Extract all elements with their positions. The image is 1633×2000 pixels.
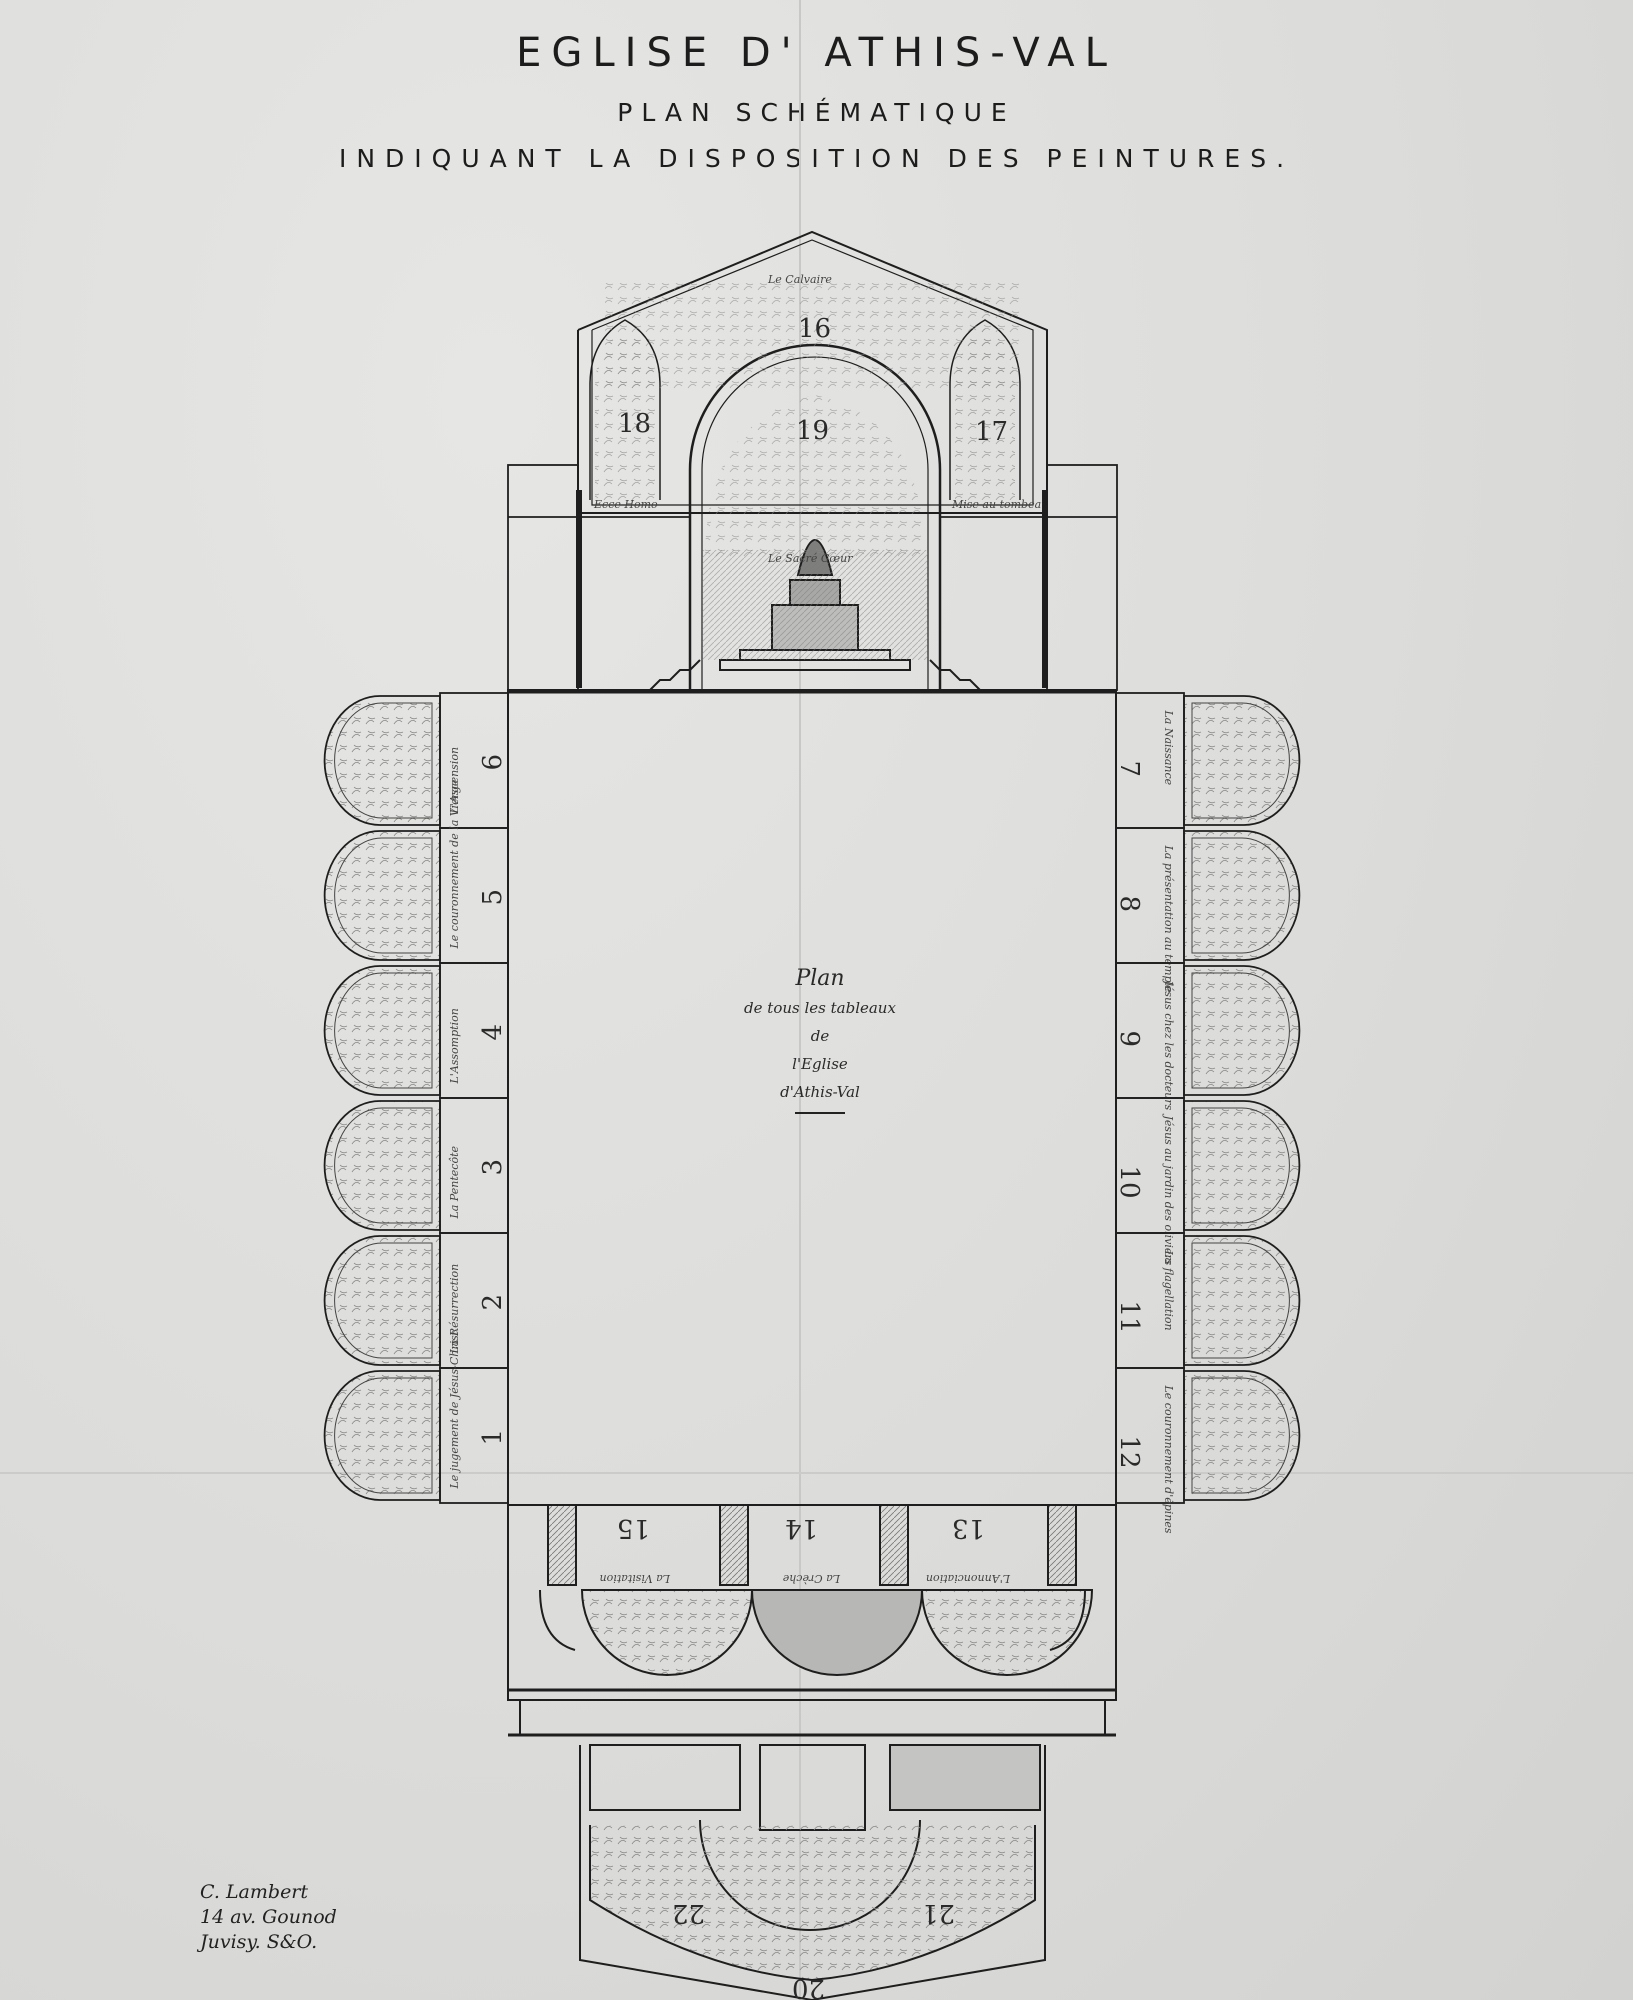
right-bay-10: 10 Jésus au jardin des oliviers [1114, 1097, 1301, 1266]
drawing-subtitle-2: INDIQUANT LA DISPOSITION DES PEINTURES. [338, 144, 1295, 173]
porch [579, 1744, 1046, 2000]
panel-number-22: 22 [672, 1898, 705, 1928]
panel-number-3: 3 [478, 1159, 508, 1176]
left-bay-1: 1 Le jugement de Jésus-Christ [323, 1330, 509, 1504]
right-bay-9: 9 Jésus chez les docteurs [1114, 962, 1301, 1111]
caption-6: L'Ascension [448, 747, 461, 815]
panel-number-12: 12 [1114, 1436, 1144, 1469]
center-note: Plan de tous les tableaux de l'Eglise d'… [744, 966, 896, 1114]
left-panel-column: 6 L'Ascension 5 Le couronnement de la Vierg… [323, 692, 509, 1504]
choir-columns [507, 464, 1118, 691]
caption-14: La Crèche [782, 1572, 841, 1585]
apse-shadow [702, 550, 928, 660]
painting-16-sketch [605, 283, 1020, 393]
signature-address: 14 av. Gounod [200, 1906, 337, 1928]
right-bay-12: 12 Le couronnement d'épines [1114, 1367, 1301, 1534]
caption-17: Mise au tombeau [951, 498, 1048, 511]
left-bay-2: 2 La Résurrection [323, 1232, 509, 1369]
center-note-line-5: d'Athis-Val [780, 1083, 860, 1101]
panel-number-11: 11 [1114, 1301, 1144, 1334]
drawing-title: EGLISE D' ATHIS-VAL [516, 30, 1117, 76]
left-bay-6: 6 L'Ascension [323, 692, 509, 829]
panel-number-20: 20 [792, 1973, 825, 2000]
caption-7: La Naissance [1162, 710, 1175, 786]
panel-number-2: 2 [478, 1294, 508, 1311]
right-bay-7: 7 La Naissance [1114, 692, 1301, 829]
left-bay-4: 4 L'Assomption [323, 962, 509, 1099]
panel-number-18: 18 [618, 409, 651, 439]
caption-11: La flagellation [1162, 1250, 1175, 1331]
panel-number-13: 13 [952, 1513, 985, 1543]
panel-number-4: 4 [478, 1024, 508, 1041]
panel-number-21: 21 [922, 1898, 955, 1928]
center-note-title: Plan [794, 966, 844, 991]
caption-16: Le Calvaire [767, 273, 832, 286]
right-bay-8: 8 La présentation au temple [1114, 827, 1301, 994]
center-note-line-2: de tous les tableaux [744, 999, 896, 1017]
painting-17-sketch [955, 328, 1015, 500]
panel-number-17: 17 [975, 417, 1008, 447]
caption-4: L'Assomption [448, 1008, 461, 1084]
panel-number-1: 1 [478, 1429, 508, 1446]
painting-19-sketch [705, 395, 925, 560]
panel-number-5: 5 [478, 889, 508, 906]
caption-15: La Visitation [600, 1572, 671, 1585]
west-end [507, 1504, 1117, 1737]
panel-number-9: 9 [1114, 1031, 1144, 1048]
caption-3: La Pentecôte [448, 1146, 461, 1220]
caption-18: Ecce Homo [593, 498, 658, 511]
panel-number-14: 14 [785, 1513, 818, 1543]
caption-9: Jésus chez les docteurs [1162, 979, 1175, 1111]
left-bay-3: 3 La Pentecôte [323, 1097, 509, 1234]
caption-19: Le Sacré Cœur [767, 552, 853, 565]
panel-number-15: 15 [617, 1513, 650, 1543]
caption-5: Le couronnement de la Vierge [448, 779, 461, 949]
signature-town: Juvisy. S&O. [200, 1931, 318, 1953]
painting-18-sketch [595, 328, 655, 500]
caption-12: Le couronnement d'épines [1162, 1385, 1175, 1534]
signature-name: C. Lambert [200, 1881, 309, 1903]
panel-number-7: 7 [1114, 761, 1144, 778]
panel-number-16: 16 [798, 314, 831, 344]
caption-2: La Résurrection [448, 1264, 461, 1355]
signature-block: C. Lambert 14 av. Gounod Juvisy. S&O. [200, 1880, 430, 1955]
caption-1: Le jugement de Jésus-Christ [448, 1330, 461, 1489]
caption-8: La présentation au temple [1162, 845, 1175, 994]
panel-number-19: 19 [796, 416, 829, 446]
panel-number-6: 6 [478, 754, 508, 771]
center-note-line-3: de [811, 1027, 830, 1045]
caption-10: Jésus au jardin des oliviers [1162, 1114, 1175, 1266]
center-note-line-4: l'Eglise [792, 1055, 848, 1073]
caption-13: L'Annonciation [926, 1572, 1011, 1585]
panel-number-10: 10 [1114, 1166, 1144, 1199]
right-bay-11: 11 La flagellation [1114, 1232, 1301, 1369]
drawing-subtitle: PLAN SCHÉMATIQUE [617, 98, 1016, 127]
panel-number-8: 8 [1114, 896, 1144, 913]
